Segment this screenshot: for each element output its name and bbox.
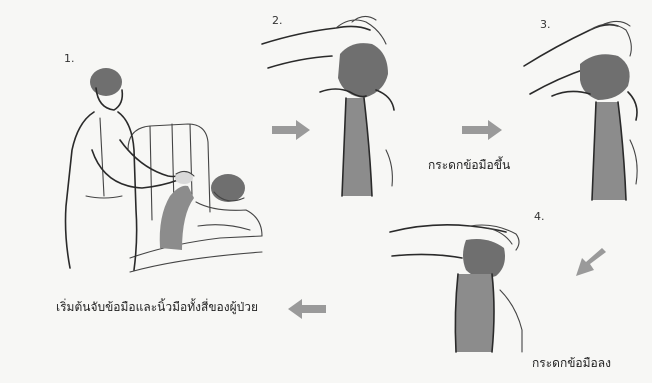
patient-forearm-4 (455, 274, 494, 352)
flow-arrows (272, 120, 606, 319)
step-number-1: 1. (64, 52, 75, 65)
patient-head (211, 174, 245, 202)
panel-3-illustration (524, 21, 637, 200)
arrow-2-to-3 (462, 120, 502, 140)
caption-wrist-up: กระดกข้อมือขึ้น (428, 156, 510, 175)
arrow-4-to-1 (288, 299, 326, 319)
step-number-4: 4. (534, 210, 545, 223)
panel-1-illustration (66, 68, 263, 272)
arrow-1-to-2 (272, 120, 310, 140)
patient-forearm-3 (592, 102, 626, 200)
patient-hand-4 (463, 239, 505, 278)
patient-arm (160, 186, 194, 250)
patient-forearm-2 (342, 98, 372, 196)
panel-4-illustration (390, 225, 522, 352)
caption-wrist-down: กระดกข้อมือลง (532, 354, 611, 373)
arrow-3-to-4 (576, 248, 606, 276)
caption-start-grip: เริ่มต้นจับข้อมือและนิ้วมือทั้งสี่ของผู้… (56, 298, 258, 317)
step-number-2: 2. (272, 14, 283, 27)
nurse-hair (90, 68, 122, 96)
panel-2-illustration (262, 16, 394, 196)
step-number-3: 3. (540, 18, 551, 31)
